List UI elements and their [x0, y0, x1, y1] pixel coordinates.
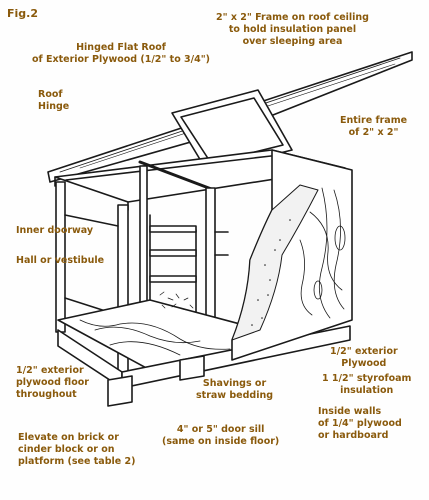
label-line: 4" or 5" door sill [176, 424, 265, 435]
cinder-block-right [179, 355, 205, 381]
label-line: (same on inside floor) [162, 436, 280, 447]
label-line: of Exterior Plywood (1/2" to 3/4") [32, 54, 211, 65]
label-line: insulation [340, 385, 394, 396]
figure-label: Fig.2 [7, 7, 38, 20]
label-line: Shavings or [202, 378, 267, 389]
label-inside-walls: Inside walls of 1/4" plywood or hardboar… [318, 406, 402, 442]
inner-doorway-frame [149, 214, 229, 331]
label-line: Inside walls [318, 406, 382, 417]
label-line: 2" x 2" Frame on roof ceiling [216, 12, 369, 23]
label-styrofoam-insulation: 1 1/2" styrofoam insulation [322, 373, 411, 397]
label-line: throughout [16, 389, 77, 400]
label-line: Hinged Flat Roof [76, 42, 166, 53]
label-plywood-floor: 1/2" exterior plywood floor throughout [16, 365, 89, 401]
label-line: 1 1/2" styrofoam [322, 373, 412, 384]
label-line: of 2" x 2" [348, 127, 399, 138]
styrofoam-layer [231, 184, 319, 341]
outer-plywood-grain [299, 187, 346, 319]
cinder-block-left [107, 375, 133, 407]
label-line: Hinge [38, 101, 70, 112]
label-line: Hall or vestibule [16, 255, 105, 266]
label-line: Elevate on brick or [18, 432, 119, 443]
label-line: platform (see table 2) [18, 456, 136, 467]
label-exterior-plywood: 1/2" exterior Plywood [330, 346, 398, 370]
label-shavings-bedding: Shavings or straw bedding [196, 378, 273, 402]
straw-bedding [159, 291, 194, 311]
label-door-sill: 4" or 5" door sill (same on inside floor… [162, 424, 279, 448]
label-line: over sleeping area [242, 36, 343, 47]
label-roof-hinge: Roof Hinge [38, 89, 69, 113]
label-elevate: Elevate on brick or cinder block or on p… [18, 432, 135, 468]
label-line: plywood floor [16, 377, 89, 388]
label-line: 1/2" exterior [330, 346, 398, 357]
label-hinged-flat-roof: Hinged Flat Roof of Exterior Plywood (1/… [32, 42, 210, 66]
label-entire-frame: Entire frame of 2" x 2" [340, 115, 407, 139]
label-line: cinder block or on [18, 444, 115, 455]
label-line: 1/2" exterior [16, 365, 84, 376]
label-hall-vestibule: Hall or vestibule [16, 255, 104, 267]
label-frame-roof-ceiling: 2" x 2" Frame on roof ceiling to hold in… [216, 12, 369, 48]
label-line: to hold insulation panel [228, 24, 357, 35]
label-inner-doorway: Inner doorway [16, 225, 93, 237]
label-line: Inner doorway [16, 225, 94, 236]
label-line: or hardboard [318, 430, 389, 441]
label-line: straw bedding [196, 390, 274, 401]
label-line: Plywood [341, 358, 387, 369]
label-line: Entire frame [340, 115, 408, 126]
label-line: of 1/4" plywood [318, 418, 402, 429]
label-line: Roof [38, 89, 63, 100]
